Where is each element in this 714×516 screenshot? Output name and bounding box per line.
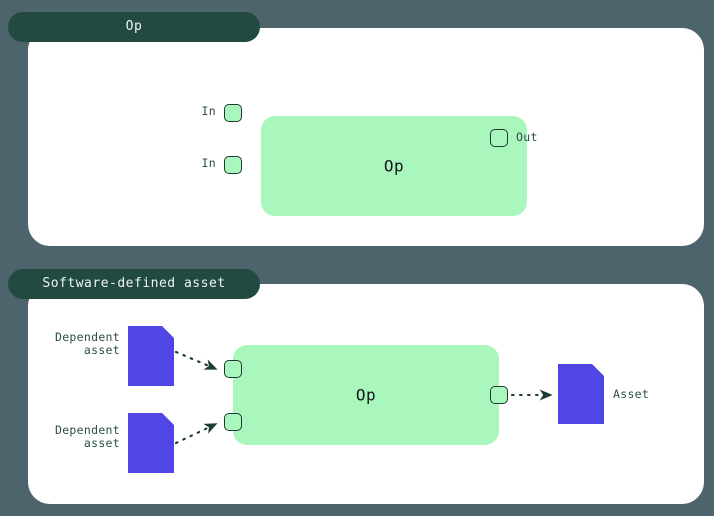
op-output-port-1-label: Out — [516, 130, 538, 144]
produced-asset-icon[interactable] — [558, 364, 604, 424]
sda-op-node-body[interactable]: Op — [233, 345, 499, 445]
dependent-asset-2-label: Dependent asset — [30, 424, 120, 450]
sda-op-output-port-1[interactable] — [490, 386, 508, 404]
op-panel: Op — [28, 28, 704, 246]
op-panel-tab[interactable]: Op — [8, 12, 260, 42]
dependent-asset-2-icon[interactable] — [128, 413, 174, 473]
op-input-port-1[interactable] — [224, 104, 242, 122]
produced-asset-label: Asset — [613, 387, 650, 401]
dependent-asset-1-icon[interactable] — [128, 326, 174, 386]
op-output-port-1[interactable] — [490, 129, 508, 147]
sda-op-input-port-2[interactable] — [224, 413, 242, 431]
op-input-port-2-label: In — [201, 156, 216, 170]
dependent-asset-2-label-line2: asset — [83, 436, 120, 450]
op-node-label: Op — [383, 156, 405, 176]
op-node-body[interactable]: Op — [261, 116, 527, 216]
sda-op-input-port-1[interactable] — [224, 360, 242, 378]
op-input-port-1-label: In — [201, 104, 216, 118]
software-defined-asset-panel-tab[interactable]: Software-defined asset — [8, 269, 260, 299]
dependent-asset-2-label-line1: Dependent — [54, 423, 120, 437]
dependent-asset-1-label-line1: Dependent — [54, 330, 120, 344]
dependent-asset-1-label: Dependent asset — [30, 331, 120, 357]
dependent-asset-1-label-line2: asset — [83, 343, 120, 357]
op-input-port-2[interactable] — [224, 156, 242, 174]
sda-op-node-label: Op — [355, 385, 377, 405]
